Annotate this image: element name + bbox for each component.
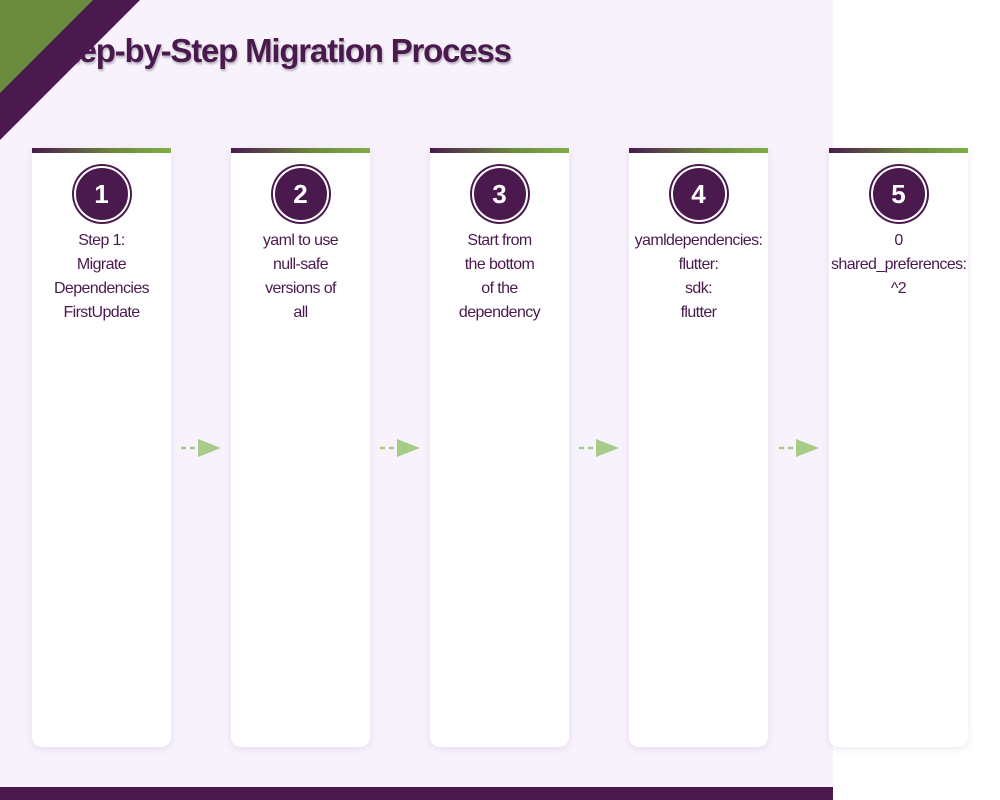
step-card-1: 1 Step 1: Migrate Dependencies FirstUpda… [32, 148, 171, 747]
arrow-right-icon [778, 436, 820, 460]
step-line: flutter: [678, 256, 719, 273]
step-card-3: 3 Start from the bottom of the dependenc… [430, 148, 569, 747]
step-line: yamldependencies: [634, 232, 763, 249]
card-accent-bar [629, 148, 768, 153]
step-description: Step 1: Migrate Dependencies FirstUpdate [32, 229, 171, 325]
step-line: Dependencies [53, 280, 150, 297]
step-number-badge: 1 [73, 166, 130, 222]
step-description: yamldependencies: flutter: sdk: flutter [629, 229, 768, 325]
card-accent-bar [231, 148, 370, 153]
step-line: dependency [458, 304, 541, 321]
step-line: of the [481, 280, 518, 297]
step-description: Start from the bottom of the dependency [430, 229, 569, 325]
bottom-bar [0, 787, 833, 800]
step-line: versions of [265, 280, 336, 297]
step-line: Start from [467, 232, 532, 249]
step-line: 0 [894, 232, 903, 249]
step-number-badge: 5 [870, 166, 927, 222]
arrow-right-icon [379, 436, 421, 460]
arrow-right-icon [578, 436, 620, 460]
card-accent-bar [430, 148, 569, 153]
step-number-badge: 2 [272, 166, 329, 222]
step-line: yaml to use [262, 232, 339, 249]
page-title: Step-by-Step Migration Process [48, 32, 512, 69]
card-accent-bar [32, 148, 171, 153]
step-description: yaml to use null-safe versions of all [231, 229, 370, 325]
step-line: FirstUpdate [63, 304, 140, 321]
step-line: shared_preferences: [831, 256, 967, 273]
card-accent-bar [829, 148, 968, 153]
step-line: Step 1: [78, 232, 125, 249]
step-description: 0 shared_preferences: ^2 [829, 229, 968, 301]
arrow-right-icon [180, 436, 222, 460]
step-line: null-safe [272, 256, 329, 273]
step-card-5: 5 0 shared_preferences: ^2 [829, 148, 968, 747]
step-number-badge: 4 [670, 166, 727, 222]
step-line: all [293, 304, 308, 321]
step-line: sdk: [685, 280, 713, 297]
step-line: flutter [680, 304, 717, 321]
step-card-2: 2 yaml to use null-safe versions of all [231, 148, 370, 747]
step-card-4: 4 yamldependencies: flutter: sdk: flutte… [629, 148, 768, 747]
corner-decoration [0, 0, 140, 140]
step-number-badge: 3 [471, 166, 528, 222]
step-line: the bottom [464, 256, 535, 273]
step-line: ^2 [890, 280, 907, 297]
step-line: Migrate [76, 256, 127, 273]
